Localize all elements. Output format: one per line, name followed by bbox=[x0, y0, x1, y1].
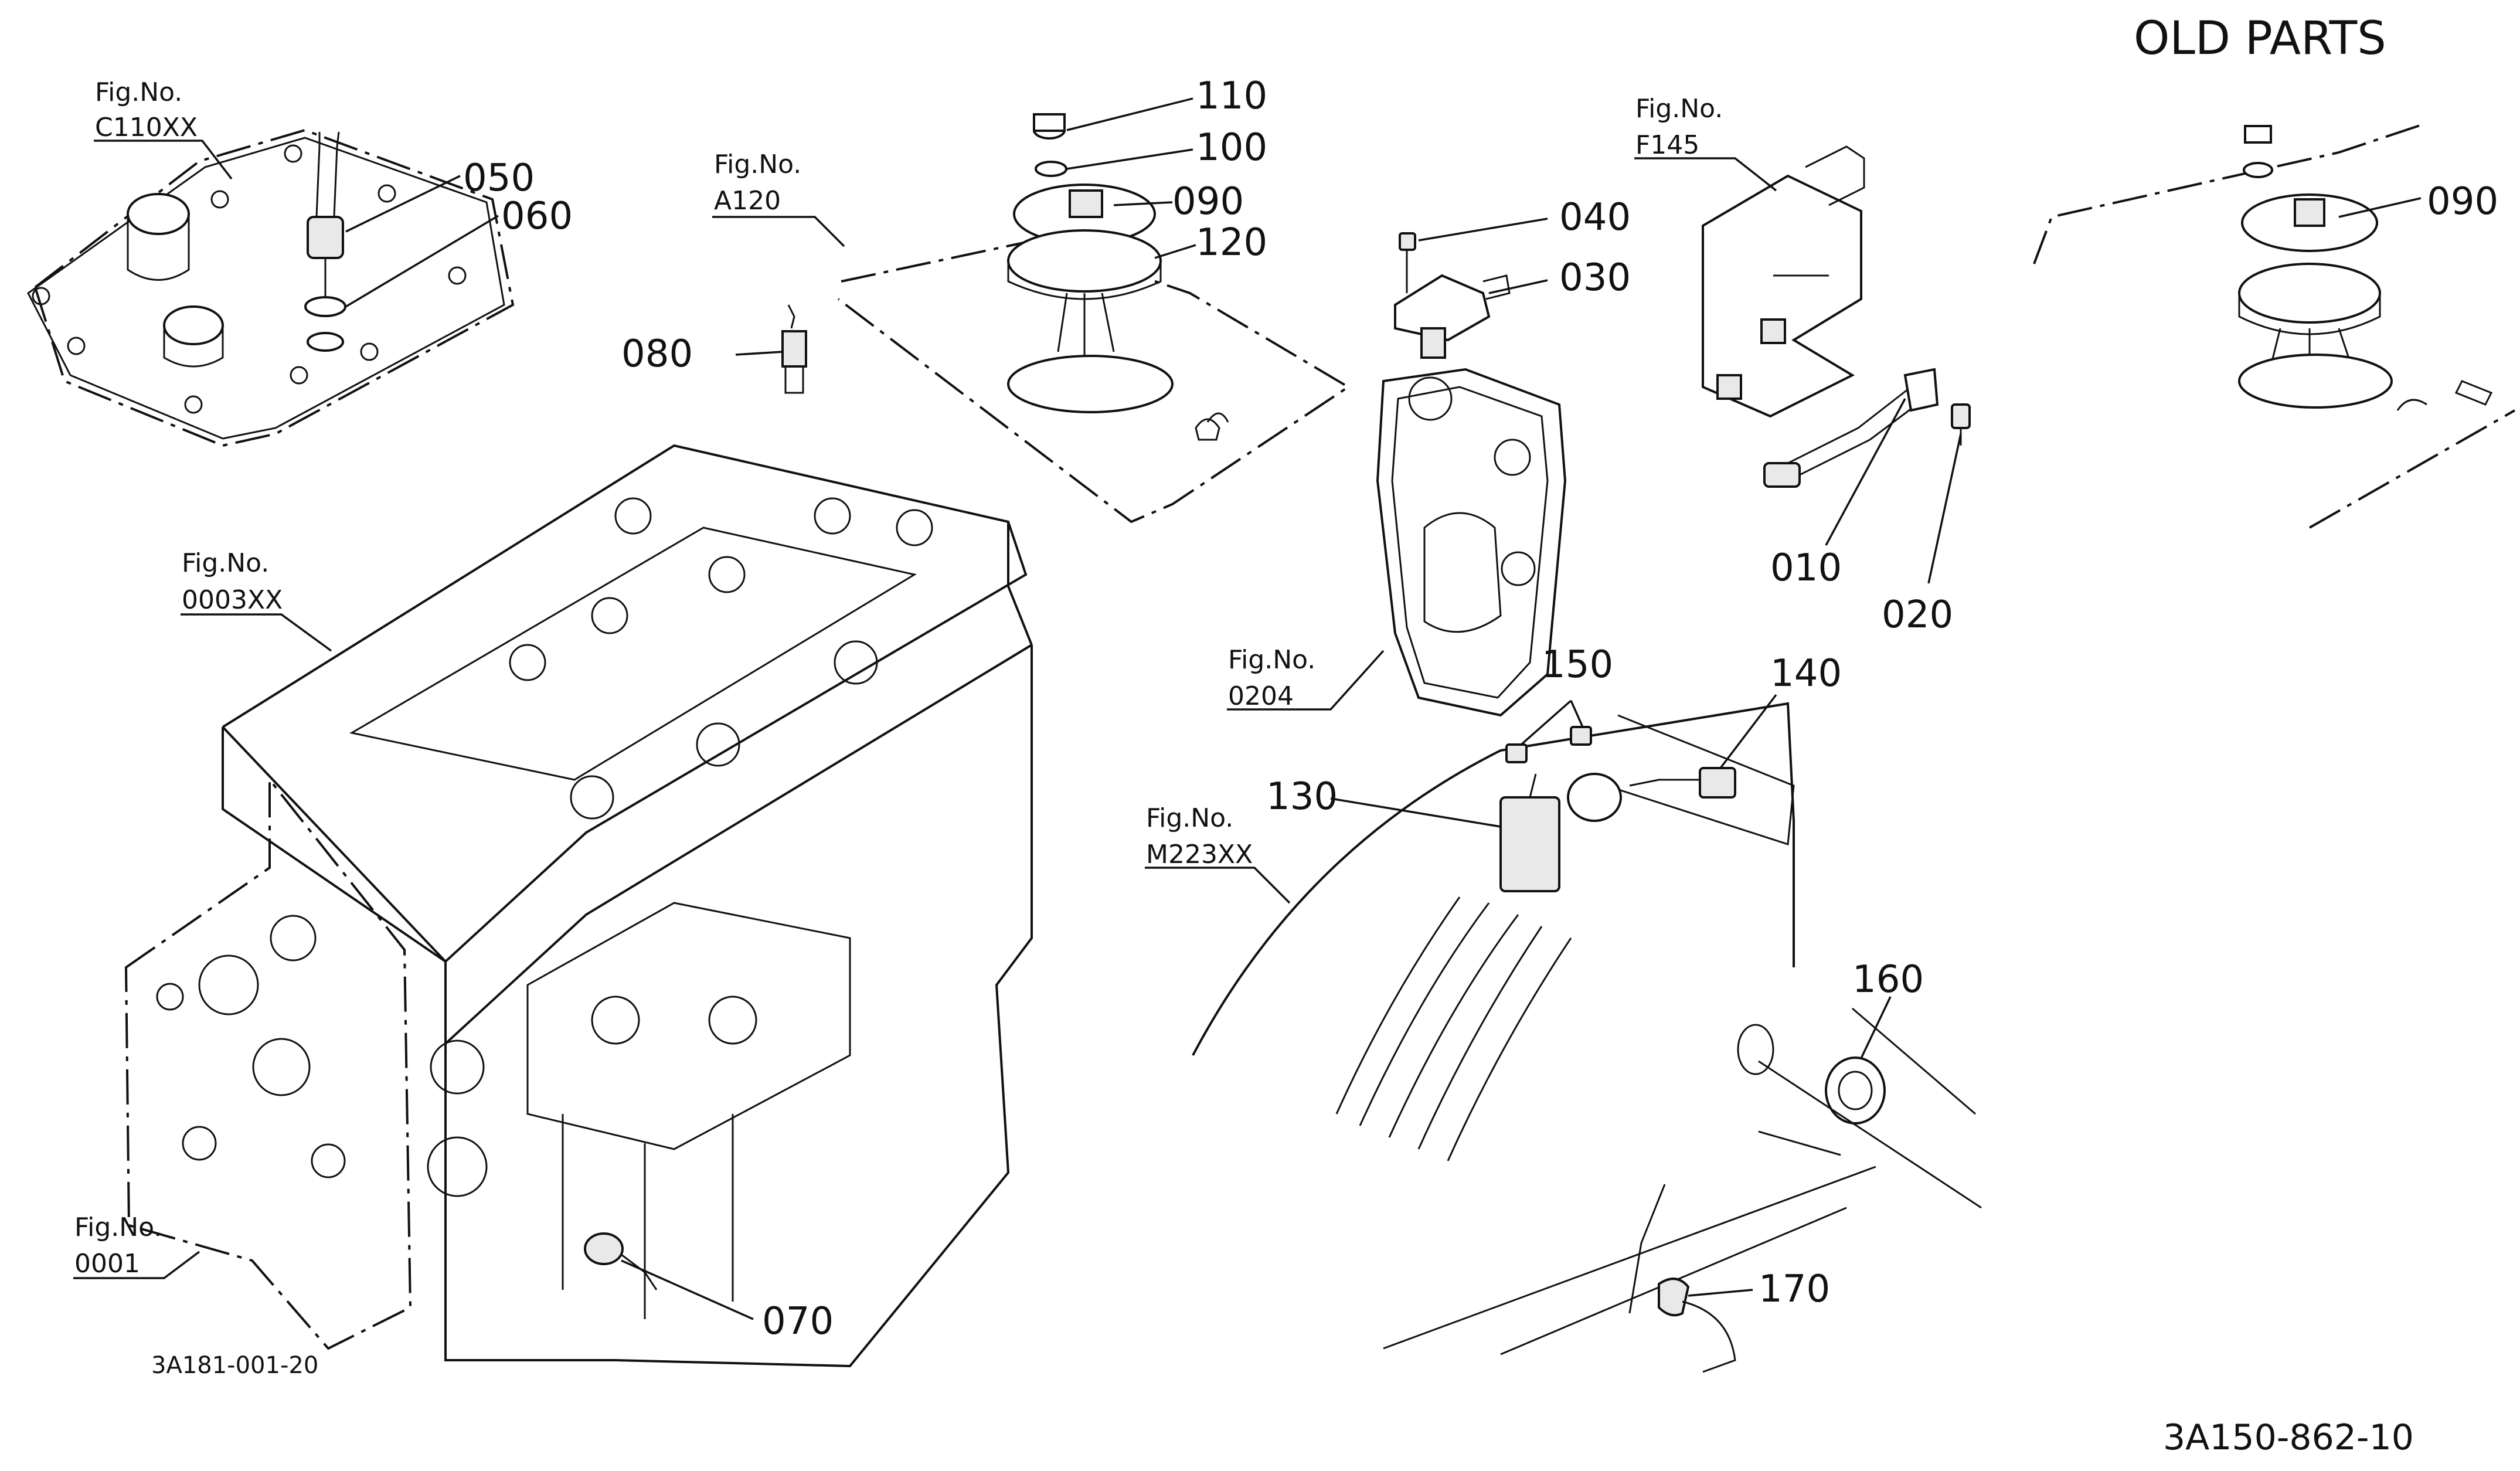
fig-label-0003xx: Fig.No. bbox=[182, 548, 269, 578]
fig-code-0003xx: 0003XX bbox=[182, 585, 283, 615]
leader-110 bbox=[1066, 97, 1193, 131]
fender-drawing bbox=[1192, 702, 1982, 1373]
fig-leader-m223xx bbox=[1145, 867, 1291, 904]
drawing-code: 3A150-862-10 bbox=[2163, 1417, 2414, 1458]
fig-leader-f145 bbox=[1634, 157, 1777, 192]
part-number-130: 130 bbox=[1266, 775, 1338, 818]
leader-140 bbox=[1719, 694, 1777, 769]
leader-040 bbox=[1418, 218, 1548, 242]
leader-160 bbox=[1860, 996, 1892, 1059]
part-number-100: 100 bbox=[1196, 126, 1267, 169]
leader-050 bbox=[345, 175, 461, 233]
part-number-120: 120 bbox=[1196, 221, 1267, 264]
part-number-080: 080 bbox=[621, 332, 693, 376]
part-number-140: 140 bbox=[1770, 652, 1842, 695]
old-parts-title: OLD PARTS bbox=[2134, 12, 2386, 65]
part-number-040: 040 bbox=[1559, 196, 1631, 239]
bracket-drawing bbox=[1702, 145, 1971, 488]
fig-code-a120: A120 bbox=[714, 186, 781, 216]
part-number-150: 150 bbox=[1542, 643, 1613, 687]
part-number-110: 110 bbox=[1196, 74, 1267, 118]
fig-label-0204: Fig.No. bbox=[1228, 645, 1315, 675]
leader-080 bbox=[735, 351, 783, 356]
fig-label-m223xx: Fig.No. bbox=[1146, 803, 1233, 833]
fig-label-a120: Fig.No. bbox=[714, 150, 801, 179]
fig-leader-0001 bbox=[73, 1251, 200, 1279]
leader-120 bbox=[1154, 244, 1196, 259]
fuel-tank-drawing bbox=[837, 113, 1351, 524]
part-number-090a: 090 bbox=[1172, 180, 1244, 223]
leader-100 bbox=[1066, 148, 1193, 170]
leader-090b bbox=[2338, 197, 2422, 218]
fig-code-m223xx: M223XX bbox=[1146, 840, 1253, 869]
part-number-030: 030 bbox=[1559, 256, 1631, 300]
leader-150 bbox=[1520, 699, 1584, 746]
part-number-020: 020 bbox=[1882, 593, 1953, 637]
fig-code-f145: F145 bbox=[1635, 130, 1699, 160]
leader-060 bbox=[345, 215, 499, 308]
fig-code-0204: 0204 bbox=[1228, 681, 1294, 711]
part-number-170: 170 bbox=[1759, 1268, 1830, 1311]
leader-020 bbox=[1927, 433, 1962, 584]
part-number-060: 060 bbox=[501, 195, 573, 238]
gear-case-cover-drawing bbox=[27, 128, 515, 447]
engine-block-drawing bbox=[124, 444, 1033, 1368]
leader-130 bbox=[1330, 797, 1501, 828]
leader-030 bbox=[1488, 279, 1548, 294]
fig-leader-0204 bbox=[1227, 650, 1385, 711]
part-number-160: 160 bbox=[1852, 958, 1924, 1001]
fig-leader-c110xx bbox=[94, 140, 233, 180]
leader-090a bbox=[1113, 201, 1173, 206]
sub-drawing-code: 3A181-001-20 bbox=[151, 1352, 318, 1379]
coolant-temp-sensor-drawing bbox=[781, 304, 807, 394]
fig-label-0001: Fig.No. bbox=[74, 1212, 162, 1242]
fig-label-c110xx: Fig.No. bbox=[95, 77, 182, 107]
leader-070 bbox=[621, 1259, 754, 1320]
fig-code-0001: 0001 bbox=[74, 1249, 140, 1279]
leader-010 bbox=[1825, 398, 1906, 546]
part-number-090b: 090 bbox=[2427, 180, 2498, 223]
part-number-070: 070 bbox=[762, 1300, 834, 1343]
fig-leader-0003xx bbox=[181, 613, 332, 652]
leader-170 bbox=[1688, 1289, 1753, 1297]
fig-code-c110xx: C110XX bbox=[95, 113, 198, 142]
old-fuel-sender-drawing bbox=[2033, 122, 2515, 529]
fig-label-f145: Fig.No. bbox=[1635, 94, 1723, 124]
part-number-050: 050 bbox=[463, 157, 535, 200]
part-number-010: 010 bbox=[1770, 546, 1842, 590]
gear-case-drawing bbox=[1376, 232, 1567, 717]
fig-leader-a120 bbox=[712, 216, 845, 247]
